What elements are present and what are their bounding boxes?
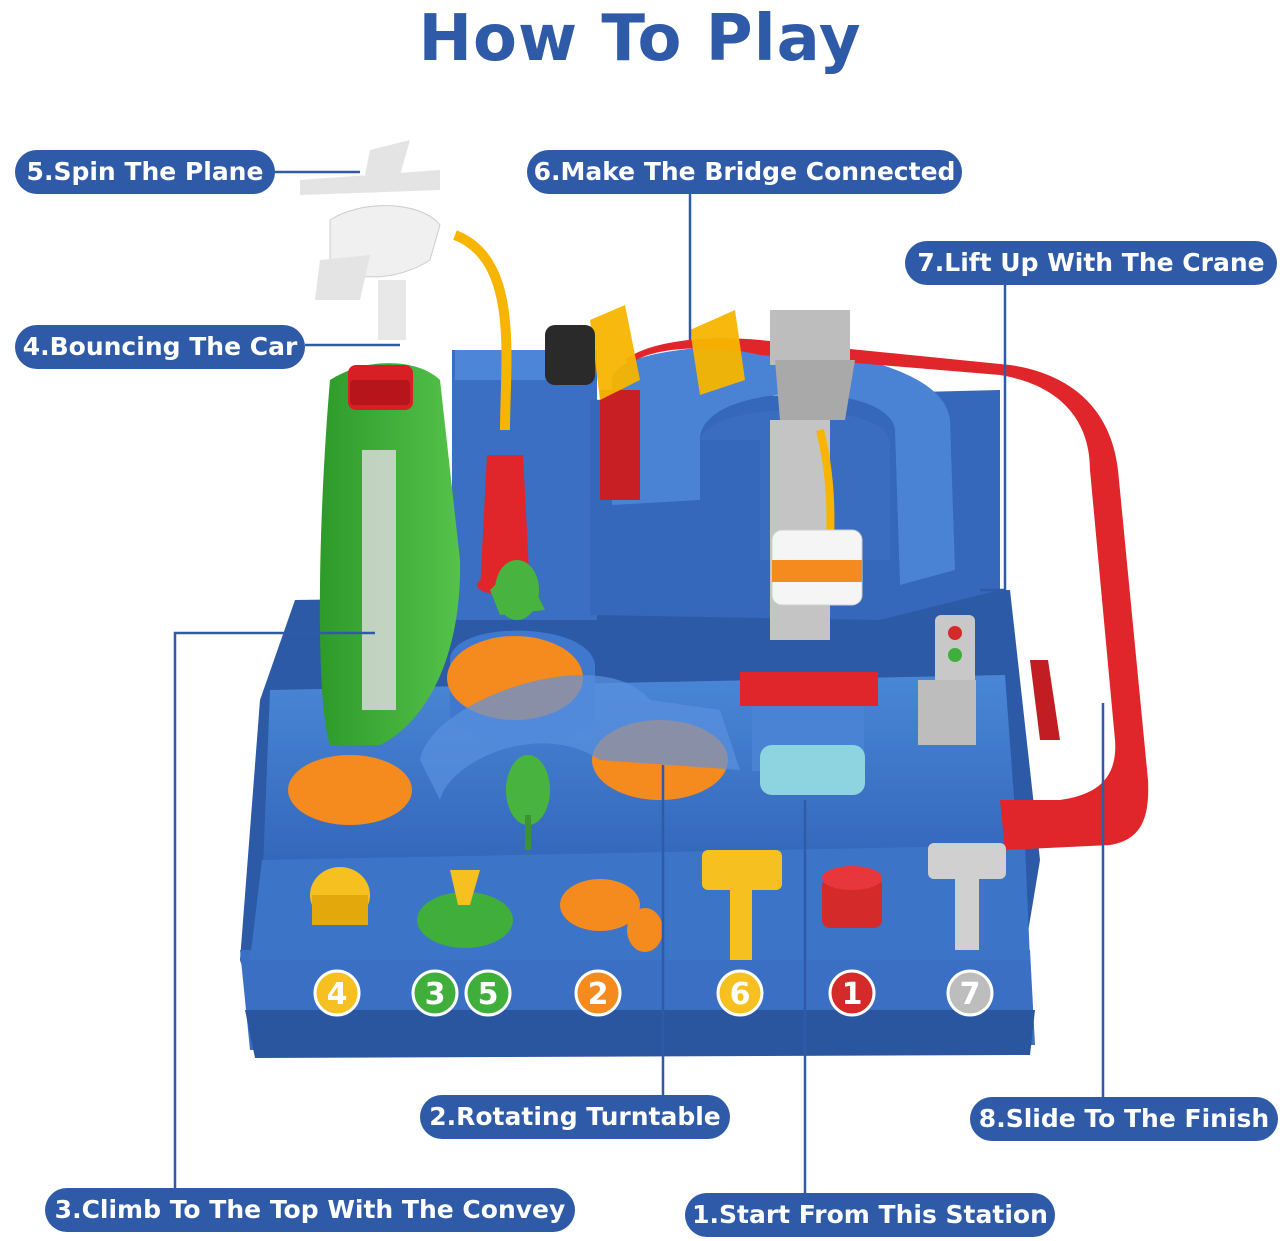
turntables — [288, 630, 740, 825]
station — [545, 325, 976, 795]
page-title: How To Play — [418, 2, 862, 76]
button-number-text: 6 — [730, 977, 751, 1012]
bridge-gates — [590, 305, 745, 400]
label-bridge: 6.Make The Bridge Connected — [527, 150, 962, 194]
button-number-7: 7 — [946, 969, 994, 1017]
button-number-circle — [313, 969, 361, 1017]
button-number-text: 7 — [960, 977, 981, 1012]
green-conveyor — [319, 363, 461, 745]
button-number-text: 5 — [478, 977, 499, 1012]
button-number-circle — [464, 969, 512, 1017]
button-number-2: 2 — [574, 969, 622, 1017]
button-number-6: 6 — [716, 969, 764, 1017]
button-number-circle — [411, 969, 459, 1017]
button-number-text: 4 — [327, 977, 348, 1012]
label-climb: 3.Climb To The Top With The Convey — [45, 1188, 575, 1232]
red-ramp — [600, 338, 1149, 850]
label-slide: 8.Slide To The Finish — [970, 1097, 1278, 1141]
button-number-5: 5 — [464, 969, 512, 1017]
scenery — [452, 230, 550, 850]
button-number-circle — [946, 969, 994, 1017]
control-buttons — [310, 843, 1006, 960]
leader-lines — [173, 170, 1105, 1193]
button-number-1: 1 — [828, 969, 876, 1017]
label-crane: 7.Lift Up With The Crane — [905, 241, 1277, 285]
label-start: 1.Start From This Station — [685, 1193, 1055, 1237]
button-number-circle — [828, 969, 876, 1017]
button-number-text: 3 — [425, 977, 446, 1012]
crane — [770, 310, 863, 640]
plane — [300, 140, 441, 340]
label-bounce: 4.Bouncing The Car — [15, 325, 305, 369]
button-number-text: 1 — [842, 977, 863, 1012]
button-number-text: 2 — [588, 977, 609, 1012]
label-turntable: 2.Rotating Turntable — [420, 1095, 730, 1139]
button-number-4: 4 — [313, 969, 361, 1017]
button-number-circle — [716, 969, 764, 1017]
button-number-3: 3 — [411, 969, 459, 1017]
button-number-circle — [574, 969, 622, 1017]
label-spin-plane: 5.Spin The Plane — [15, 150, 275, 194]
